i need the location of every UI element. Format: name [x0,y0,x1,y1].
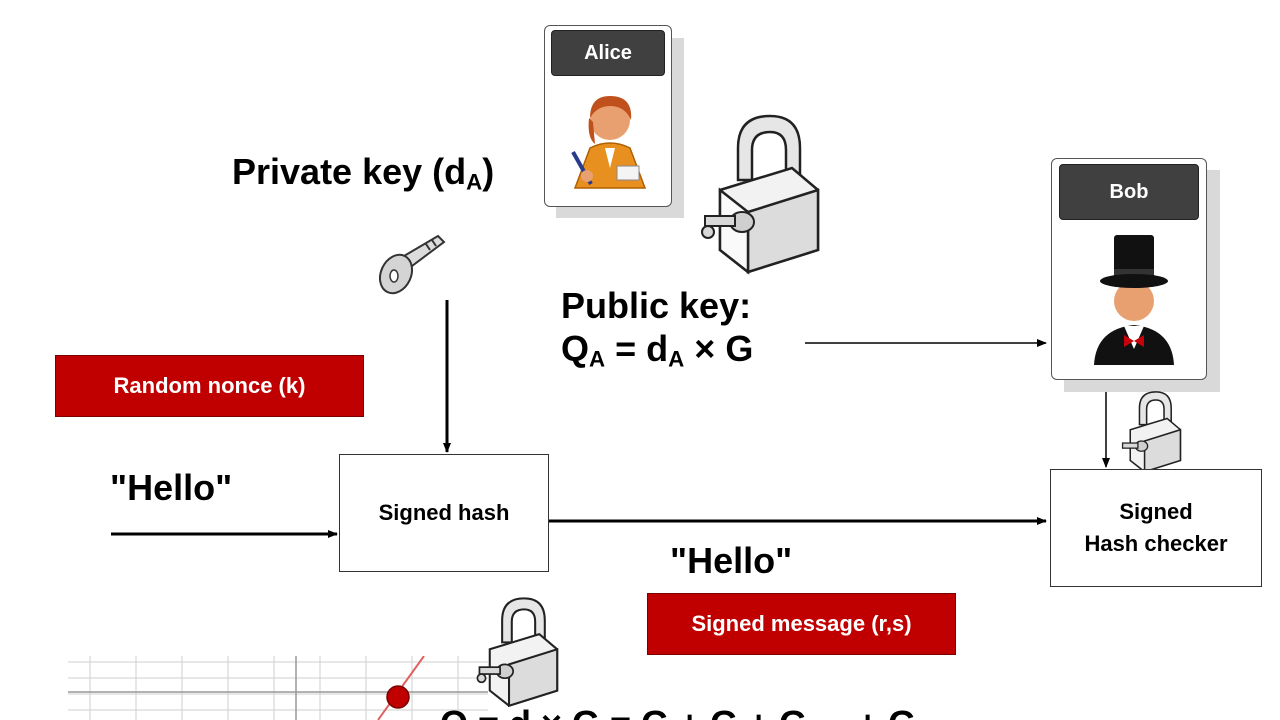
padlock-bottom-icon [476,597,559,708]
hash-checker-line2: Hash checker [1084,531,1228,556]
private-key-suffix: ) [482,151,495,192]
signed-message-box: Signed message (r,s) [647,593,956,655]
padlock-small-icon [1121,391,1182,473]
bottom-formula: Q = d × G = G + G + G ... + G [440,704,960,720]
private-key-subscript: A [466,169,483,195]
public-key-q: Q [561,328,590,370]
public-key-formula: QA = dA × G [561,327,753,373]
bottom-formula-text: Q = d × G = G + G + G ... + G [440,704,916,720]
curve-point-marker [386,685,410,709]
bob-name-label: Bob [1059,164,1199,220]
public-key-d-subscript: A [668,346,685,372]
bob-name-text: Bob [1109,180,1149,203]
private-key-label: Private key (dA) [232,152,494,195]
random-nonce-box: Random nonce (k) [55,355,364,417]
alice-avatar-icon [571,96,647,189]
hello-output-text: "Hello" [670,540,793,581]
hello-input-text: "Hello" [110,467,233,508]
public-key-equals-d: = d [605,328,669,370]
public-key-times-g: × G [684,328,754,370]
signed-hash-box: Signed hash [339,454,549,572]
padlock-icon [701,114,820,275]
private-key-prefix: Private key (d [232,151,467,192]
alice-card: Alice [544,25,672,207]
elliptic-curve-graph [68,656,488,720]
alice-name-label: Alice [551,30,665,76]
bob-card: Bob [1051,158,1207,380]
alice-name-text: Alice [584,41,632,64]
hello-output-label: "Hello" [670,541,792,581]
hash-checker-box: Signed Hash checker [1050,469,1262,587]
signed-hash-text: Signed hash [378,500,510,525]
key-icon [378,234,446,295]
bob-avatar-icon [1094,235,1174,365]
public-key-q-subscript: A [589,346,606,372]
public-key-title: Public key: [561,285,752,326]
hash-checker-line1: Signed [1119,499,1193,525]
public-key-label: Public key: QA = dA × G [561,284,753,374]
signed-message-text: Signed message (r,s) [691,611,912,636]
random-nonce-text: Random nonce (k) [113,373,306,398]
hello-input-label: "Hello" [110,468,232,508]
